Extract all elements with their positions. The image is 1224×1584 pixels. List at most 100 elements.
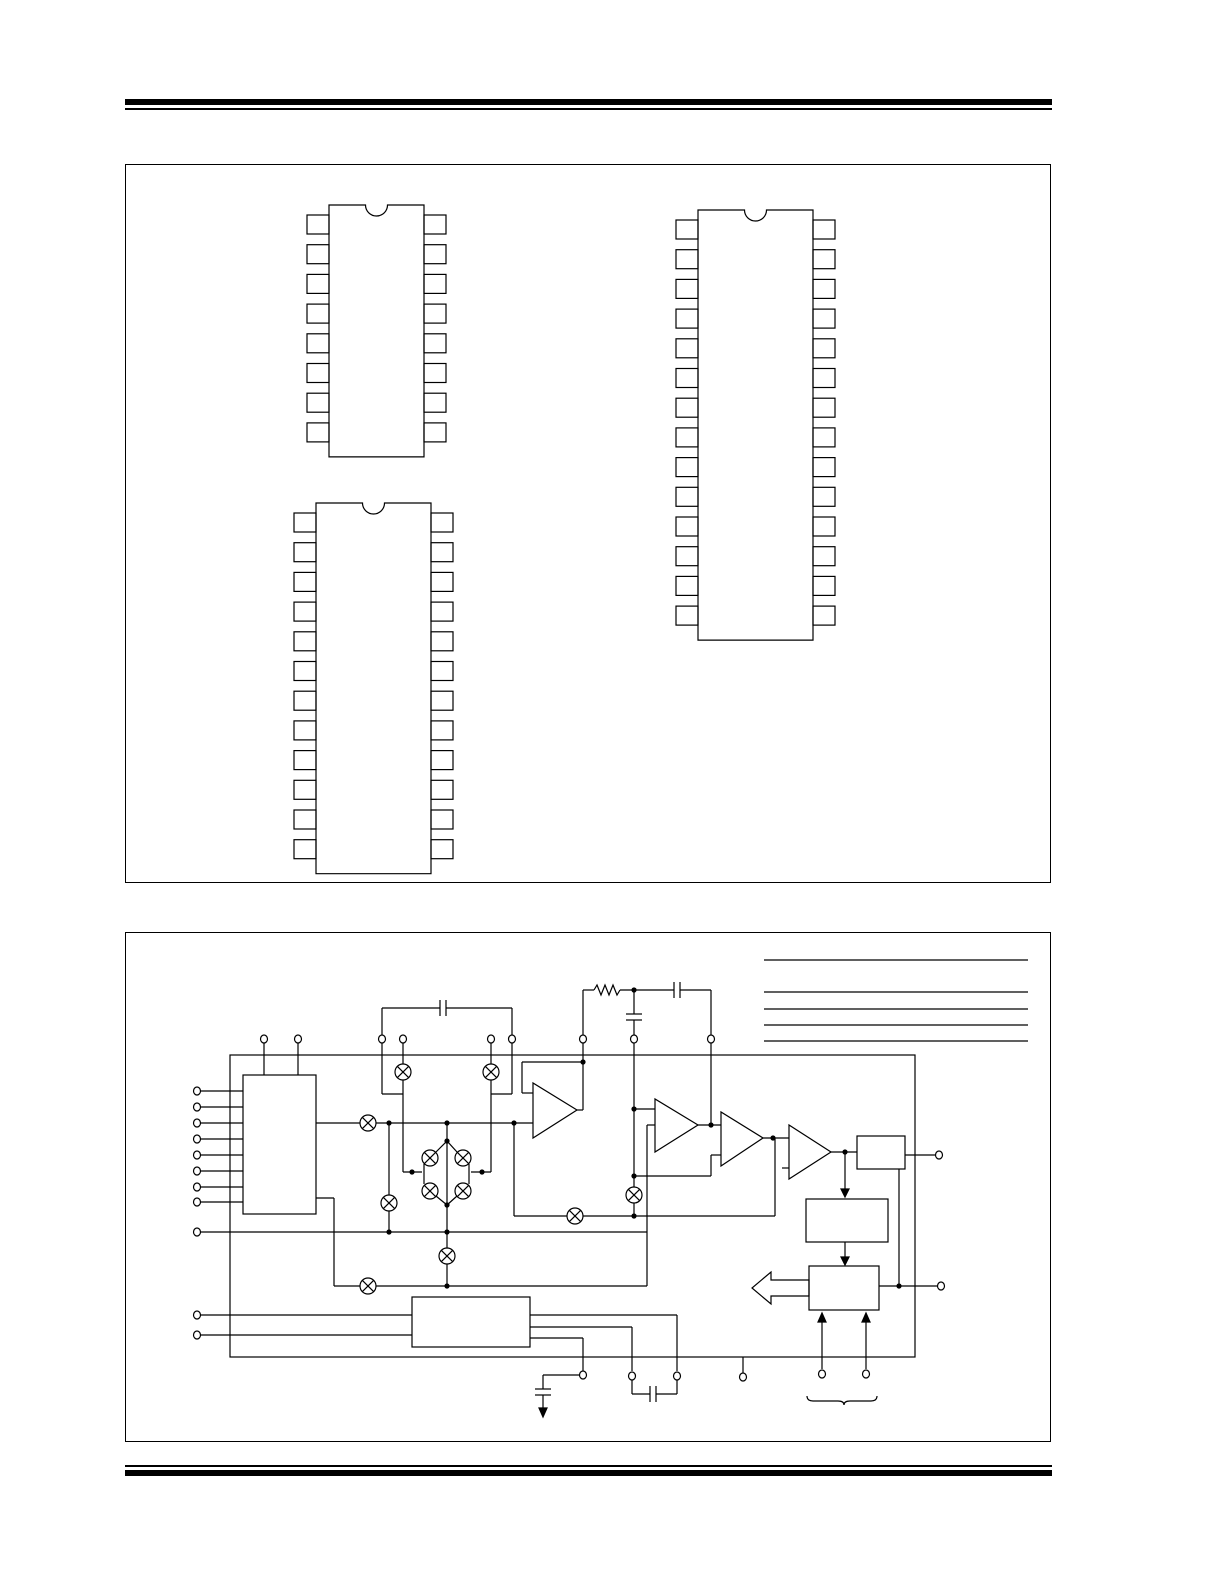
junction-dots bbox=[386, 987, 902, 1289]
pin-right bbox=[430, 601, 454, 622]
multiplier-icon bbox=[380, 1194, 398, 1212]
pin-right bbox=[812, 219, 836, 240]
pin-left bbox=[675, 397, 699, 418]
pin-right bbox=[812, 278, 836, 299]
pin-right bbox=[812, 457, 836, 478]
output-blocks bbox=[738, 1135, 946, 1406]
pin-right bbox=[423, 392, 447, 413]
multiplier-icon bbox=[359, 1114, 377, 1132]
footer-rule-thick bbox=[125, 1470, 1052, 1476]
bias-generator-block bbox=[411, 1296, 531, 1348]
pin-left bbox=[293, 809, 317, 830]
input-register-block bbox=[242, 1074, 317, 1215]
multiplier-icon bbox=[438, 1247, 456, 1265]
pin-left bbox=[293, 690, 317, 711]
pin-right bbox=[430, 839, 454, 860]
pin-left bbox=[293, 839, 317, 860]
detector-block bbox=[805, 1198, 889, 1243]
pin-left bbox=[293, 660, 317, 682]
multiplier-icon bbox=[454, 1182, 472, 1200]
pin-right bbox=[812, 575, 836, 597]
pin-left bbox=[306, 244, 330, 265]
chip-outline bbox=[229, 1054, 916, 1358]
pin-right bbox=[812, 308, 836, 329]
pin-left bbox=[675, 427, 699, 448]
pin-right bbox=[430, 542, 454, 563]
pin-left bbox=[306, 303, 330, 324]
pin-right bbox=[423, 244, 447, 265]
pin-left bbox=[306, 333, 330, 354]
header-rule-thick bbox=[125, 99, 1052, 105]
pin-right bbox=[812, 367, 836, 389]
pin-left bbox=[293, 779, 317, 800]
pin-right bbox=[423, 333, 447, 354]
pin-left bbox=[675, 575, 699, 597]
multiplier-icon bbox=[421, 1149, 439, 1167]
pin-left bbox=[293, 571, 317, 593]
pin-right bbox=[423, 422, 447, 443]
pin-right bbox=[430, 690, 454, 711]
left-input-pins bbox=[192, 1086, 647, 1340]
pin-left bbox=[675, 367, 699, 389]
pin-right bbox=[812, 338, 836, 359]
block-diagram-panel bbox=[125, 932, 1051, 1442]
pin-left bbox=[293, 720, 317, 741]
multiplier-icon bbox=[482, 1063, 500, 1081]
pin-left bbox=[293, 512, 317, 533]
pin-right bbox=[423, 214, 447, 235]
pin-left bbox=[293, 749, 317, 771]
pin-left bbox=[306, 392, 330, 413]
pin-right bbox=[423, 362, 447, 384]
pin-left bbox=[675, 219, 699, 240]
pin-left bbox=[675, 278, 699, 299]
multiplier-icon bbox=[421, 1182, 439, 1200]
dip-package-24-pin bbox=[293, 502, 454, 875]
pin-right bbox=[430, 809, 454, 830]
multiplier-icon bbox=[625, 1186, 643, 1204]
control-logic-block bbox=[808, 1265, 880, 1311]
header-rule-thin bbox=[125, 108, 1052, 110]
pinout-panel bbox=[125, 164, 1051, 883]
rc-network bbox=[582, 982, 716, 1216]
pin-left bbox=[306, 273, 330, 294]
pin-left bbox=[675, 249, 699, 270]
top-cap-loop bbox=[377, 1000, 517, 1095]
amplifier-chain bbox=[634, 1097, 857, 1181]
pin-left bbox=[675, 457, 699, 478]
pin-left bbox=[675, 486, 699, 507]
output-driver-block bbox=[856, 1135, 906, 1170]
package-body bbox=[697, 209, 814, 641]
multiplier-icon bbox=[359, 1277, 377, 1295]
multiplier-icon bbox=[394, 1063, 412, 1081]
pin-left bbox=[675, 546, 699, 567]
pin-right bbox=[812, 249, 836, 270]
multiplier-icon bbox=[566, 1207, 584, 1225]
pin-right bbox=[430, 631, 454, 652]
pin-right bbox=[423, 303, 447, 324]
pin-left bbox=[306, 422, 330, 443]
package-body bbox=[328, 204, 425, 458]
dip-package-16-pin bbox=[306, 204, 447, 458]
register-top-pins bbox=[259, 1034, 303, 1075]
pin-left bbox=[293, 601, 317, 622]
pin-left bbox=[293, 631, 317, 652]
mixer-symbols bbox=[359, 1063, 643, 1295]
block-diagram bbox=[192, 959, 1028, 1419]
pin-right bbox=[812, 546, 836, 567]
pin-left bbox=[675, 308, 699, 329]
legend-lines bbox=[764, 959, 1028, 1042]
pin-right bbox=[430, 512, 454, 533]
pin-left bbox=[306, 214, 330, 235]
pin-left bbox=[675, 516, 699, 537]
pin-right bbox=[430, 571, 454, 593]
pin-left bbox=[675, 605, 699, 626]
pin-right bbox=[430, 779, 454, 800]
multiplier-icon bbox=[454, 1149, 472, 1167]
pin-right bbox=[430, 749, 454, 771]
pin-right bbox=[812, 397, 836, 418]
footer-rule-thin bbox=[125, 1465, 1052, 1467]
pin-right bbox=[430, 660, 454, 682]
pin-left bbox=[306, 362, 330, 384]
pin-right bbox=[430, 720, 454, 741]
